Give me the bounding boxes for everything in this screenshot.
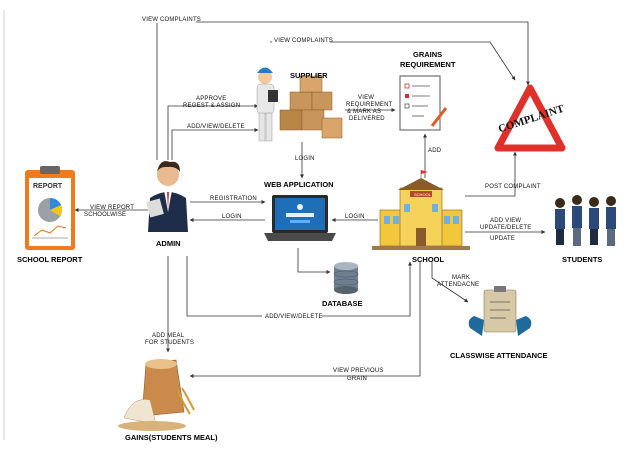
complaint-node: COMPLAINT <box>494 84 566 152</box>
school-node: SCHOOL SCHOOL <box>372 170 470 264</box>
students-group-icon <box>555 195 616 246</box>
web-application-label: WEB APPLICATION <box>264 180 334 189</box>
label-approve-line2: REGEST & ASSIGN <box>183 103 240 109</box>
label-view-complaints-mid: VIEW COMPLAINTS <box>274 38 333 44</box>
checklist-icon <box>399 75 448 131</box>
attendance-node: CLASSWISE ATTENDANCE <box>450 286 548 360</box>
attendance-label: CLASSWISE ATTENDANCE <box>450 351 548 360</box>
grains-requirement-node: GRAINS REQUIREMENT <box>399 50 456 131</box>
edge-view-complaints-top <box>156 21 530 160</box>
supplier-node: SUPPLIER <box>256 67 343 142</box>
school-report-label: SCHOOL REPORT <box>17 255 83 264</box>
students-node: STUDENTS <box>555 195 616 264</box>
supplier-label: SUPPLIER <box>290 71 328 80</box>
gains-label: GAINS(STUDENTS MEAL) <box>125 433 218 442</box>
edge-database <box>297 248 331 274</box>
attendance-clipboard-icon <box>468 286 532 336</box>
edge-labels: VIEW COMPLAINTS VIEW COMPLAINTS APPROVE … <box>84 14 541 382</box>
label-view-req-3: & MARK AS <box>347 109 381 115</box>
admin-person-icon <box>146 161 188 232</box>
label-view-req-2: REQUIREMENT <box>346 102 393 108</box>
label-view-previous-2: GRAIN <box>347 376 367 382</box>
grains-label-2: REQUIREMENT <box>400 60 456 69</box>
students-label: STUDENTS <box>562 255 602 264</box>
label-mark-attendance-2: ATTENDACNE <box>437 282 479 288</box>
label-approve-line1: APPROVE <box>196 96 226 102</box>
grains-label-1: GRAINS <box>413 50 442 59</box>
supplier-worker-icon <box>256 67 278 142</box>
edge-add-view-delete-supplier <box>171 128 259 160</box>
label-view-report-1: VIEW REPORT <box>90 205 134 211</box>
grain-sack-icon <box>118 359 195 431</box>
edge-view-complaints-mid <box>270 41 516 81</box>
database-label: DATABASE <box>322 299 363 308</box>
label-add-grains: ADD <box>428 148 442 154</box>
label-add-view-delete-supplier: ADD/VIEW/DELETE <box>187 124 245 130</box>
edge-approve-request <box>167 104 259 160</box>
label-post-complaint: POST COMPLAINT <box>485 184 541 190</box>
admin-label: ADMIN <box>156 239 181 248</box>
school-report-node: REPORT SCHOOL REPORT <box>17 166 83 264</box>
edge-post-complaint <box>465 151 517 197</box>
connectors <box>74 21 546 378</box>
laptop-icon <box>264 195 336 241</box>
report-icon-text: REPORT <box>33 183 63 190</box>
label-registration: REGISTRATION <box>210 196 257 202</box>
label-view-req-1: VIEW <box>358 95 374 101</box>
label-view-previous-1: VIEW PREVIOUS <box>333 368 384 374</box>
edge-view-previous-grain <box>189 262 421 378</box>
admin-node: ADMIN <box>146 161 188 248</box>
school-sign-text: SCHOOL <box>414 192 432 197</box>
label-students-3: UPDATE <box>490 236 515 242</box>
database-node: DATABASE <box>322 262 363 308</box>
label-add-meal-2: FOR STUDENTS <box>145 340 194 346</box>
label-login-admin: LOGIN <box>222 214 242 220</box>
database-icon <box>333 262 359 294</box>
label-login-supplier: LOGIN <box>295 156 315 162</box>
report-clipboard-icon: REPORT <box>25 166 75 250</box>
web-application-node: WEB APPLICATION <box>264 180 336 241</box>
school-label: SCHOOL <box>412 255 445 264</box>
label-add-view-delete-school: ADD/VIEW/DELETE <box>265 314 323 320</box>
warning-triangle-icon <box>494 84 566 152</box>
gains-node: GAINS(STUDENTS MEAL) <box>118 359 218 442</box>
label-students-2: UPDATE/DELETE <box>480 225 532 231</box>
label-view-complaints-top: VIEW COMPLAINTS <box>142 17 201 23</box>
label-view-report-2: SCHOOLWISE <box>84 212 126 218</box>
label-add-meal-1: ADD MEAL <box>152 333 185 339</box>
edge-add-view-delete-school <box>186 256 412 317</box>
label-mark-attendance-1: MARK <box>452 275 470 281</box>
school-building-icon: SCHOOL <box>372 170 470 250</box>
supplier-boxes-icon <box>279 75 343 139</box>
edge-mark-attendance <box>431 262 469 303</box>
label-login-school: LOGIN <box>345 214 365 220</box>
label-view-req-4: DELIVERED <box>349 116 385 122</box>
label-students-1: ADD VIEW <box>490 218 521 224</box>
